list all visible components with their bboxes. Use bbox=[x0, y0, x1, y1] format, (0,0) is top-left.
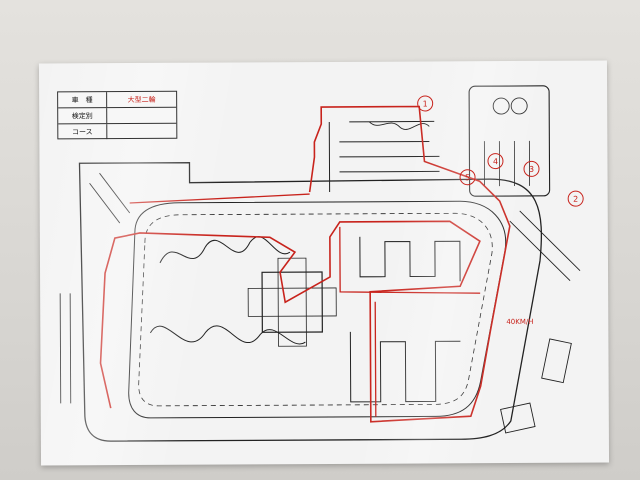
serpentine-upper bbox=[159, 236, 291, 264]
crank-lower bbox=[349, 331, 461, 403]
legend-row: 検定別 bbox=[58, 107, 177, 125]
route-marker-4: 4 bbox=[487, 153, 504, 170]
serpentine-lower bbox=[149, 325, 306, 345]
course-map-sheet: 車 種 大型二輪 検定別 コース 40KM/H 1 2 3 4 5 bbox=[38, 60, 610, 466]
course-map-drawing bbox=[59, 85, 581, 442]
legend-key: コース bbox=[58, 124, 108, 140]
route-marker-1: 1 bbox=[417, 95, 434, 112]
legend-value bbox=[107, 124, 176, 139]
legend-key: 検定別 bbox=[58, 108, 108, 124]
course-outline bbox=[78, 162, 543, 442]
legend-row: 車 種 大型二輪 bbox=[58, 91, 177, 109]
legend-key: 車 種 bbox=[58, 92, 108, 108]
speed-label: 40KM/H bbox=[506, 317, 534, 327]
building-1 bbox=[541, 338, 572, 384]
practice-area bbox=[468, 85, 551, 197]
route-line-2 bbox=[129, 193, 481, 417]
crossing-center bbox=[261, 271, 323, 333]
legend-value: 大型二輪 bbox=[127, 95, 156, 104]
right-road bbox=[509, 210, 581, 282]
legend-table: 車 種 大型二輪 検定別 コース bbox=[57, 90, 178, 140]
inner-track-dashed bbox=[138, 212, 493, 407]
legend-value bbox=[107, 108, 176, 123]
inner-track bbox=[128, 200, 507, 419]
route-marker-2: 2 bbox=[567, 190, 584, 207]
legend-row: コース bbox=[58, 124, 176, 140]
building-2 bbox=[500, 402, 536, 434]
crank-course bbox=[359, 236, 461, 282]
route-marker-5: 5 bbox=[459, 169, 476, 186]
route-line bbox=[99, 105, 511, 423]
route-marker-3: 3 bbox=[523, 160, 540, 177]
left-edge-lanes bbox=[59, 172, 131, 404]
upper-lanes bbox=[328, 120, 440, 192]
